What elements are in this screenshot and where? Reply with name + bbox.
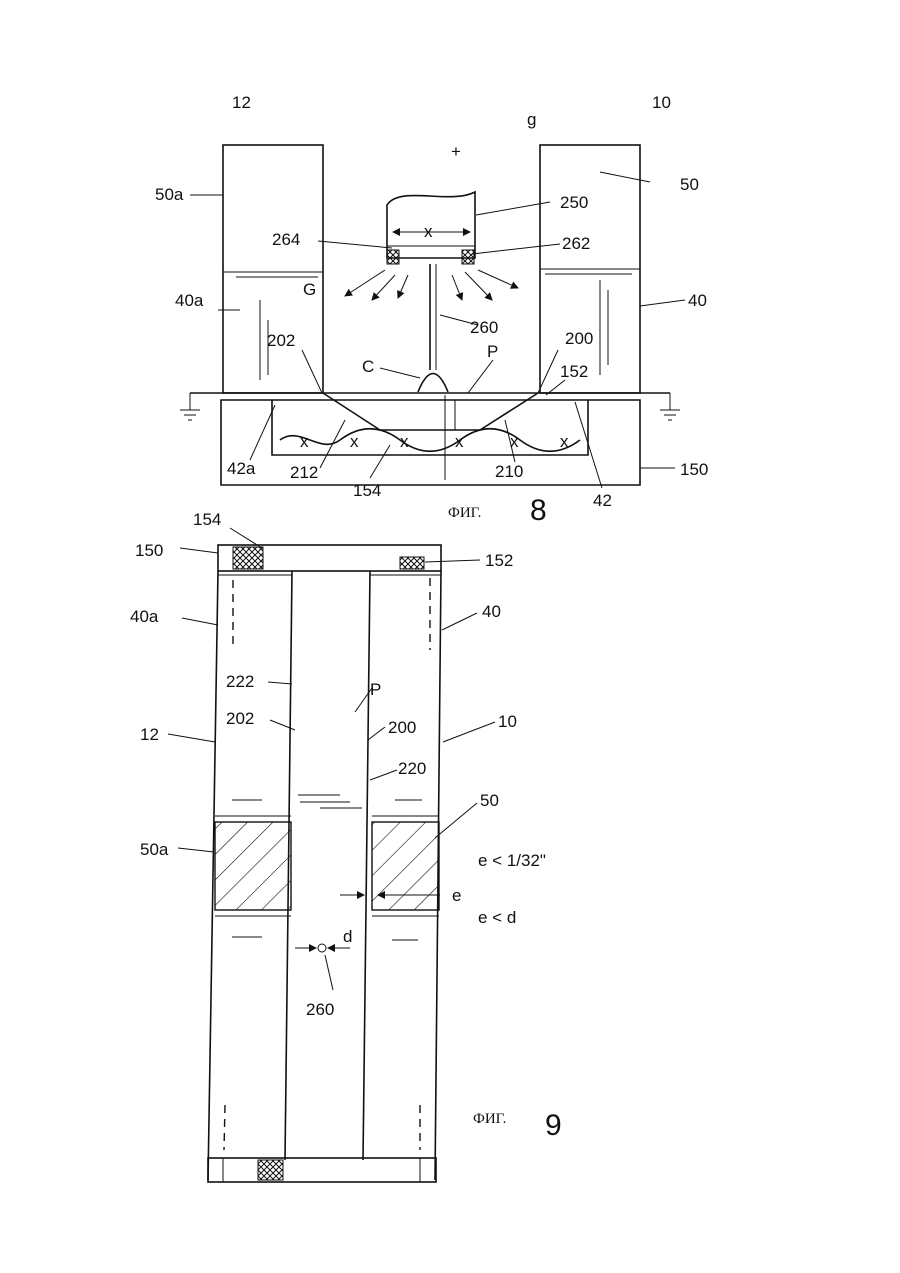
label-150-fig9: 150 [135,541,163,560]
label-200-fig9: 200 [388,718,416,737]
label-G: G [303,280,316,299]
label-10-fig9: 10 [498,712,517,731]
electrode-260-dot [318,944,326,952]
gas-flow-arrows [345,270,518,300]
fig8-caption: ФИГ. [448,505,481,521]
label-40a: 40a [175,291,204,310]
fig8-number: 8 [530,494,547,527]
left-plate-12 [223,145,323,393]
label-202-fig9: 202 [226,709,254,728]
svg-text:x: x [350,432,359,451]
label-220: 220 [398,759,426,778]
label-154-fig9: 154 [193,510,221,529]
label-50a-fig9: 50a [140,840,169,859]
label-x: x [424,222,433,241]
label-152-fig9: 152 [485,551,513,570]
label-200: 200 [565,329,593,348]
label-12-fig9: 12 [140,725,159,744]
svg-text:x: x [560,432,569,451]
label-g: g [527,110,536,129]
label-40-fig9: 40 [482,602,501,621]
label-262: 262 [562,234,590,253]
svg-text:x: x [400,432,409,451]
label-154: 154 [353,481,381,500]
label-212: 212 [290,463,318,482]
label-12: 12 [232,93,251,112]
label-260-fig9: 260 [306,1000,334,1019]
label-264: 264 [272,230,300,249]
arc-C [418,374,448,393]
label-50: 50 [680,175,699,194]
label-210: 210 [495,462,523,481]
label-d: d [343,927,352,946]
formula-e-less-1-32: e < 1/32" [478,851,546,870]
label-42a: 42a [227,459,256,478]
label-42: 42 [593,491,612,510]
label-plus: + [451,142,461,161]
label-150: 150 [680,460,708,479]
fig9-caption: ФИГ. [473,1111,506,1127]
label-e: e [452,886,461,905]
insert-154 [280,429,580,452]
label-250: 250 [560,193,588,212]
label-40: 40 [688,291,707,310]
label-202: 202 [267,331,295,350]
label-40a-fig9: 40a [130,607,159,626]
label-P-fig9: P [370,680,381,699]
section-50 [372,822,439,910]
figure-9: 154 150 152 40a 40 222 P 202 200 12 10 2… [130,510,562,1182]
svg-text:x: x [455,432,464,451]
fig9-number: 9 [545,1109,562,1142]
label-C: C [362,357,374,376]
label-P: P [487,342,498,361]
label-10: 10 [652,93,671,112]
svg-text:x: x [300,432,309,451]
label-152: 152 [560,362,588,381]
label-260: 260 [470,318,498,337]
label-222: 222 [226,672,254,691]
label-50a: 50a [155,185,184,204]
formula-e-less-d: e < d [478,908,516,927]
label-50-fig9: 50 [480,791,499,810]
section-50a [215,822,291,910]
figure-8: x x x x x x [155,93,708,527]
